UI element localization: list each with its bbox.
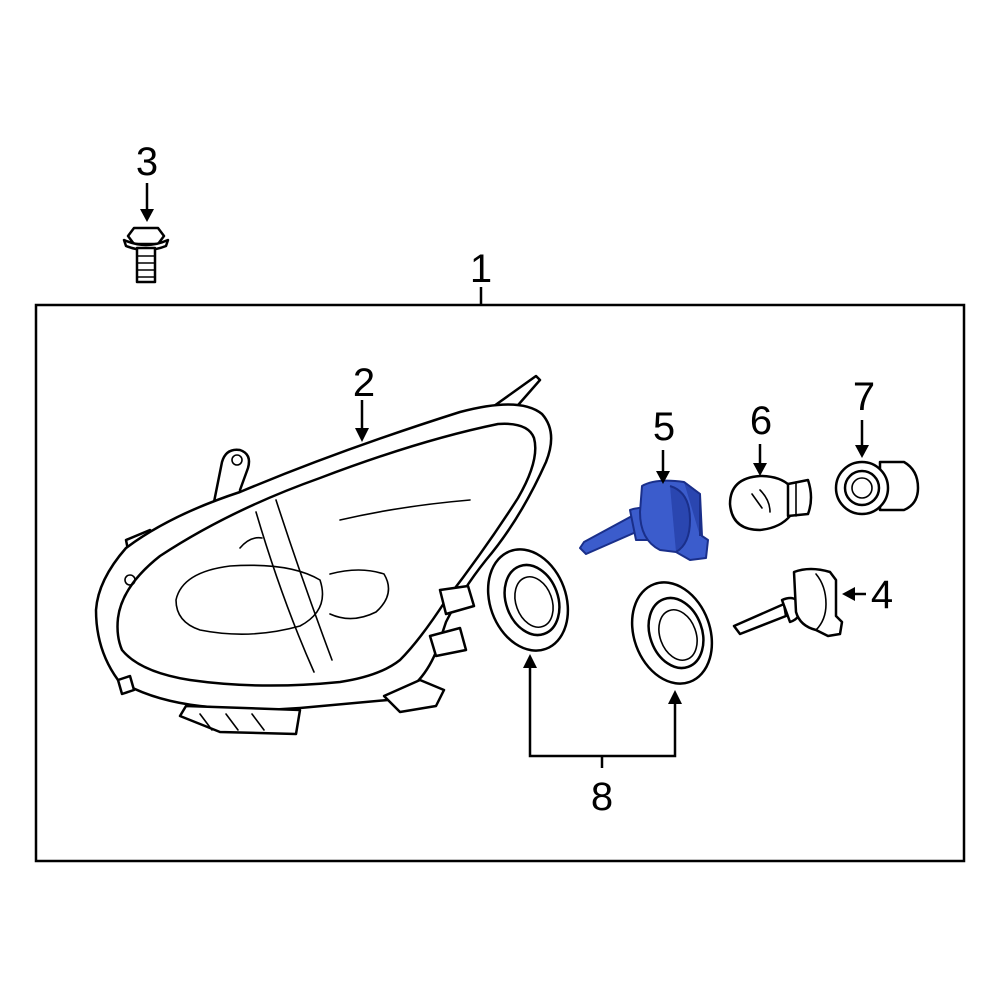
headlamp-housing[interactable] — [94, 374, 553, 736]
seal-ring-left[interactable] — [475, 538, 582, 662]
callout-4-arrowhead — [842, 587, 855, 601]
callout-6-arrowhead — [753, 463, 767, 476]
callout-1[interactable]: 1 — [470, 247, 492, 291]
callout-2-arrowhead — [355, 428, 369, 442]
side-bulb-part[interactable] — [732, 567, 844, 638]
callout-8-leader — [523, 654, 682, 768]
callout-5-arrowhead — [656, 471, 670, 484]
headlamp-bulb-highlighted[interactable] — [579, 479, 709, 561]
seal-ring-right[interactable] — [619, 571, 726, 695]
callout-4[interactable]: 4 — [871, 573, 893, 617]
callout-3-arrowhead — [140, 209, 154, 222]
bulb-socket-part[interactable] — [834, 460, 920, 516]
assembly-frame — [34, 303, 966, 863]
callout-8[interactable]: 8 — [591, 775, 613, 819]
callout-2[interactable]: 2 — [353, 361, 375, 405]
callout-6[interactable]: 6 — [750, 399, 772, 443]
callout-7-arrowhead — [855, 445, 869, 458]
bolt-part[interactable] — [122, 226, 170, 284]
callout-5[interactable]: 5 — [653, 405, 675, 449]
callout-3[interactable]: 3 — [136, 140, 158, 184]
small-bulb-part[interactable] — [728, 474, 813, 532]
callout-7[interactable]: 7 — [853, 375, 875, 419]
